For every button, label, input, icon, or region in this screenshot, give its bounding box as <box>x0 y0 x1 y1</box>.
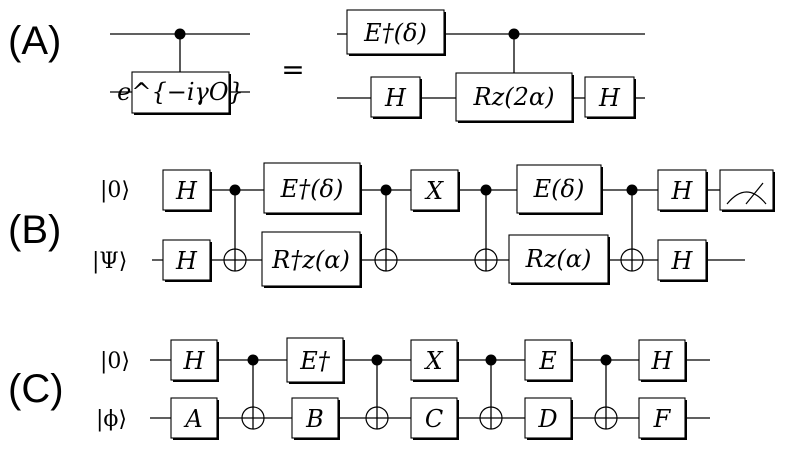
input-c-bottom: |ϕ⟩ <box>96 407 127 432</box>
svg-text:X: X <box>424 177 444 205</box>
control-dot-c-4 <box>600 354 612 366</box>
control-dot-b-4 <box>626 184 638 196</box>
gate-b-h-bottom: H <box>162 239 212 282</box>
svg-text:R†z(α): R†z(α) <box>271 246 350 274</box>
svg-text:Rz(α): Rz(α) <box>525 245 592 273</box>
control-dot-a-lhs <box>174 28 186 40</box>
svg-text:H: H <box>598 84 621 112</box>
gate-c-c: C <box>410 397 459 440</box>
gate-b-h-top: H <box>162 169 212 212</box>
panel-label-c: (C) <box>8 367 64 411</box>
svg-text:H: H <box>671 177 694 205</box>
control-dot-b-1 <box>229 184 241 196</box>
gate-a-exp-label: e^{−iγO} <box>117 78 244 106</box>
target-b-3 <box>474 248 498 272</box>
panel-label-b: (B) <box>8 208 61 252</box>
target-b-2 <box>374 248 398 272</box>
svg-text:E†: E† <box>299 347 331 375</box>
gate-a-edagger: E†(δ) <box>346 9 446 56</box>
gate-a-exp: e^{−iγO} <box>117 71 244 115</box>
gate-a-rz: Rz(2α) <box>455 72 574 123</box>
gate-c-d: D <box>524 397 573 440</box>
svg-text:E†(δ): E†(δ) <box>363 19 427 47</box>
gate-c-b: B <box>291 397 340 440</box>
target-b-1 <box>223 248 247 272</box>
control-dot-b-2 <box>380 184 392 196</box>
target-b-4 <box>620 248 644 272</box>
svg-text:H: H <box>651 347 674 375</box>
gate-c-e: E <box>524 339 573 382</box>
gate-c-h1: H <box>170 339 219 382</box>
gate-c-x: X <box>410 339 459 382</box>
control-dot-c-1 <box>247 354 259 366</box>
svg-text:H: H <box>183 347 206 375</box>
input-b-bottom: |Ψ⟩ <box>92 249 127 274</box>
gate-b-edagger: E†(δ) <box>263 162 362 215</box>
control-dot-b-3 <box>480 184 492 196</box>
svg-text:B: B <box>305 405 324 433</box>
svg-text:E: E <box>538 347 557 375</box>
gate-c-edagger: E† <box>286 337 345 384</box>
svg-text:C: C <box>425 405 443 433</box>
svg-text:Rz(2α): Rz(2α) <box>473 83 555 111</box>
gate-a-h2: H <box>584 76 636 119</box>
equals-sign: = <box>281 53 304 86</box>
svg-text:H: H <box>175 177 198 205</box>
svg-text:F: F <box>653 405 672 433</box>
gate-b-h-top-2: H <box>657 169 708 212</box>
target-c-1 <box>241 406 265 430</box>
target-c-2 <box>365 406 389 430</box>
measurement-meter-icon <box>719 169 775 212</box>
svg-text:D: D <box>537 405 557 433</box>
gate-b-x: X <box>410 169 460 212</box>
svg-text:X: X <box>423 347 443 375</box>
svg-text:H: H <box>671 247 694 275</box>
gate-b-rzdagger: R†z(α) <box>261 231 362 288</box>
control-dot-a-rhs <box>508 28 520 40</box>
svg-text:A: A <box>183 405 202 433</box>
gate-c-a: A <box>170 397 219 440</box>
svg-text:H: H <box>175 247 198 275</box>
input-c-top: |0⟩ <box>100 349 130 374</box>
gate-b-e: E(δ) <box>516 164 603 215</box>
svg-text:H: H <box>384 84 407 112</box>
gate-b-h-bottom-2: H <box>657 239 708 282</box>
input-b-top: |0⟩ <box>100 178 130 203</box>
gate-c-f: F <box>638 397 687 440</box>
panel-label-a: (A) <box>8 19 61 63</box>
gate-b-rz: Rz(α) <box>508 234 610 285</box>
target-c-4 <box>594 406 618 430</box>
svg-text:E(δ): E(δ) <box>533 175 585 203</box>
gate-c-h2: H <box>638 339 687 382</box>
control-dot-c-2 <box>371 354 383 366</box>
control-dot-c-3 <box>485 354 497 366</box>
gate-a-h1: H <box>370 76 422 119</box>
svg-text:E†(δ): E†(δ) <box>280 175 344 203</box>
target-c-3 <box>479 406 503 430</box>
